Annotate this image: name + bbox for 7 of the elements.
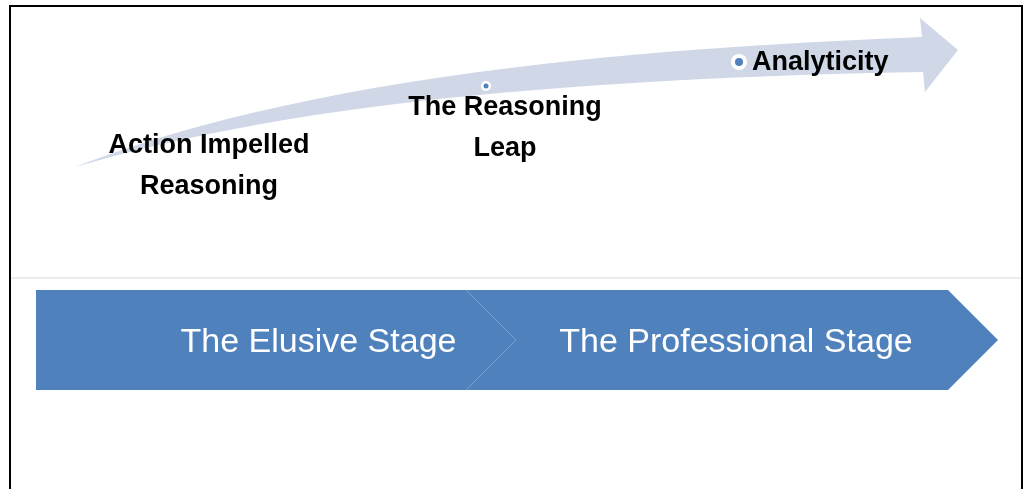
stage-label: The Elusive Stage bbox=[179, 319, 458, 361]
stage-milestone-label: Action Impelled Reasoning bbox=[107, 128, 311, 202]
stage-label: The Professional Stage bbox=[558, 319, 914, 361]
stage-milestone-label: Analyticity bbox=[752, 45, 890, 78]
stage-milestone-label: The Reasoning Leap bbox=[407, 90, 603, 164]
chevron-step bbox=[36, 290, 516, 390]
chevron-step bbox=[466, 290, 998, 390]
